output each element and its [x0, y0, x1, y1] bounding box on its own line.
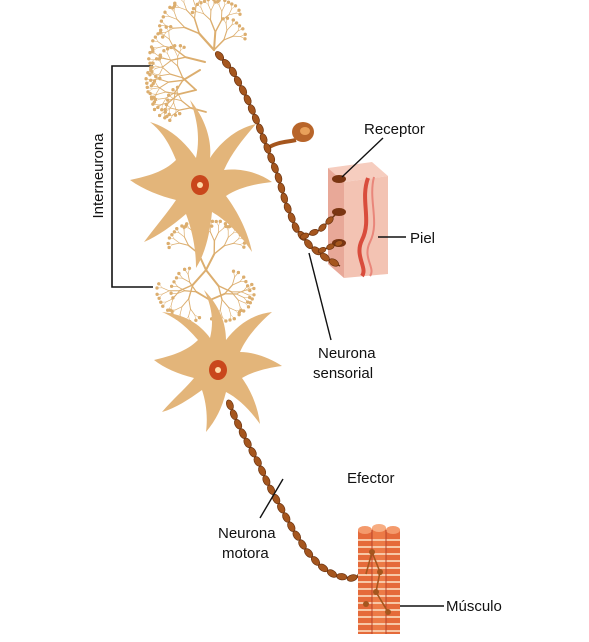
- motor-end-plate: [363, 601, 369, 607]
- myelin-segment: [328, 258, 339, 267]
- sensory-neuron-axon: [214, 51, 344, 267]
- receptor-label: Receptor: [364, 121, 425, 138]
- myelin-segment: [309, 228, 319, 236]
- receptor-ending: [332, 175, 346, 183]
- myelin-segment: [318, 223, 327, 232]
- myelin-segment: [251, 113, 260, 125]
- interneuron-bracket: [111, 65, 153, 288]
- neurona-motora-label-line2: motora: [222, 545, 269, 562]
- pointer-lines: [259, 137, 444, 607]
- myelin-segment: [243, 94, 252, 106]
- myelin-segment: [326, 243, 335, 250]
- piel-label: Piel: [410, 230, 435, 247]
- myelin-segment: [258, 465, 267, 477]
- upper-dendrite-tree: [144, 0, 247, 122]
- myelin-segment: [274, 172, 283, 184]
- skin-block: [328, 162, 388, 278]
- neurona-sensorial-label-line1: Neurona: [318, 345, 376, 362]
- myelin-segment: [267, 152, 276, 164]
- myelin-segment: [229, 409, 238, 420]
- neurona-motora-label-line1: Neurona: [218, 525, 276, 542]
- myelin-segment: [299, 232, 310, 240]
- myelin-segment: [280, 192, 289, 204]
- myelin-segment: [346, 574, 358, 582]
- efector-label: Efector: [347, 470, 395, 487]
- muscle-fibers: [358, 524, 400, 634]
- sensory-cell-body: [266, 122, 314, 150]
- interneuron-upper: [130, 100, 272, 268]
- musculo-label: Músculo: [446, 598, 502, 615]
- myelin-segment: [325, 216, 334, 225]
- myelin-segment: [283, 202, 292, 214]
- myelin-segment: [291, 222, 300, 233]
- myelin-segment: [287, 212, 296, 224]
- myelin-segment: [317, 246, 327, 254]
- myelin-segment: [259, 133, 268, 144]
- myelin-segment: [271, 162, 279, 174]
- myelin-segment: [247, 104, 256, 115]
- myelin-segment: [277, 182, 286, 194]
- myelin-segment: [226, 399, 234, 411]
- neurona-sensorial-label-line2: sensorial: [313, 365, 373, 382]
- motor-neuron-soma: [154, 290, 282, 432]
- myelin-segment: [336, 573, 348, 581]
- interneurona-label: Interneurona: [90, 133, 107, 219]
- motor-neuron-axon: [226, 399, 368, 582]
- myelin-segment: [256, 123, 264, 135]
- myelin-segment: [334, 240, 344, 247]
